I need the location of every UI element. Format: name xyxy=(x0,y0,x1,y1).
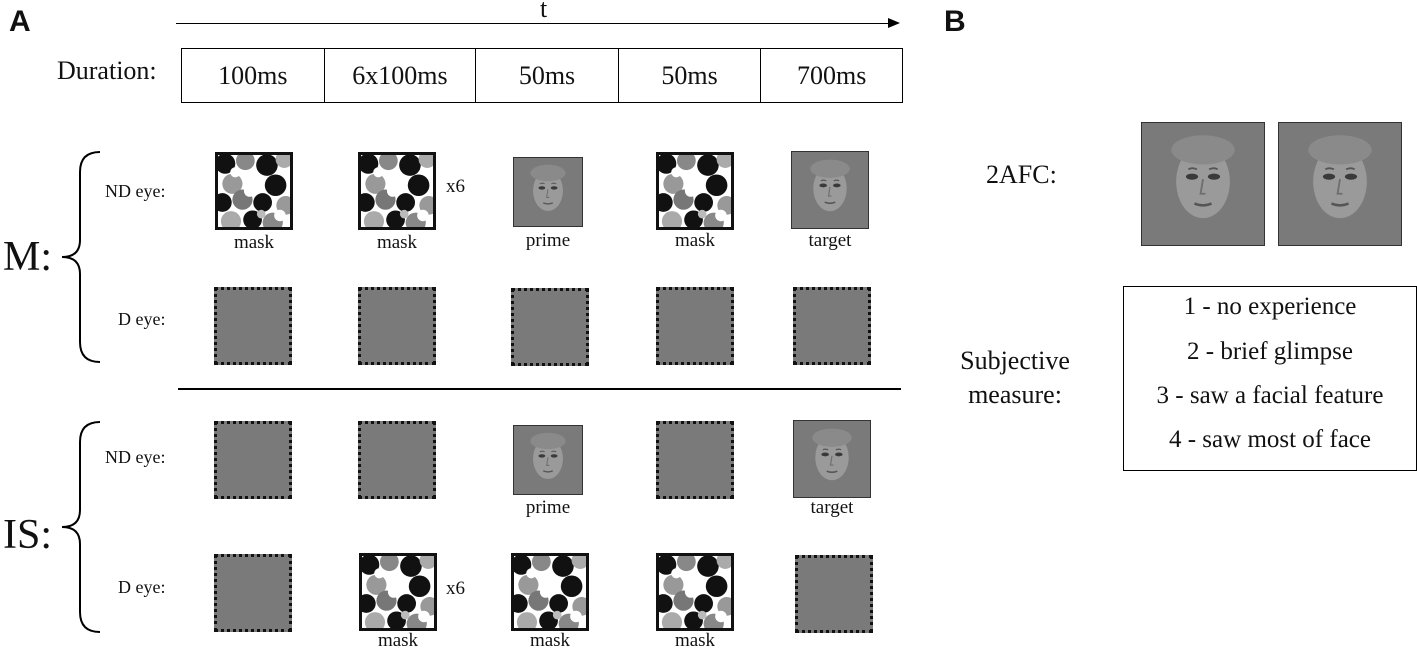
stimulus-caption: target xyxy=(810,497,854,518)
condition-divider xyxy=(178,388,901,390)
m-nd-eye-label: ND eye: xyxy=(105,181,166,201)
duration-label: Duration: xyxy=(57,56,157,85)
stimulus-caption: prime xyxy=(525,230,571,251)
mask-stimulus xyxy=(215,152,293,230)
mask-stimulus xyxy=(359,553,437,631)
blank-stimulus xyxy=(795,555,873,633)
afc-face-option xyxy=(1278,122,1402,246)
scale-item: 2 - brief glimpse xyxy=(1187,338,1353,365)
duration-cell: 50ms xyxy=(476,49,619,102)
blank-stimulus xyxy=(214,554,292,632)
blank-stimulus xyxy=(214,421,292,499)
prime-face-stimulus xyxy=(513,157,583,227)
is-d-eye-label: D eye: xyxy=(118,577,166,597)
subjective-scale-box: 1 - no experience 2 - brief glimpse 3 - … xyxy=(1123,286,1417,471)
time-axis-arrowhead xyxy=(888,18,900,28)
blank-stimulus xyxy=(358,287,436,365)
stimulus-caption: mask xyxy=(376,232,418,253)
m-condition-label: M: xyxy=(3,234,53,280)
repeat-label: x6 xyxy=(446,578,465,599)
mask-stimulus xyxy=(656,152,734,230)
scale-item: 4 - saw most of face xyxy=(1168,426,1371,453)
subjective-measure-label: Subjective measure: xyxy=(952,344,1078,412)
subjective-label-line: Subjective xyxy=(960,346,1070,375)
target-face-stimulus xyxy=(791,151,869,229)
blank-stimulus xyxy=(656,421,734,499)
blank-stimulus xyxy=(656,287,734,365)
m-d-eye-label: D eye: xyxy=(118,309,166,329)
panel-a-letter: A xyxy=(9,5,31,38)
repeat-label: x6 xyxy=(446,176,465,197)
duration-cell: 50ms xyxy=(619,49,762,102)
afc-label: 2AFC: xyxy=(986,160,1057,189)
afc-face-option xyxy=(1141,122,1265,246)
mask-stimulus xyxy=(358,152,436,230)
duration-cell: 700ms xyxy=(797,60,867,90)
blank-stimulus xyxy=(358,421,436,499)
stimulus-caption: target xyxy=(808,230,852,251)
stimulus-caption: prime xyxy=(525,497,571,518)
scale-item: 1 - no experience xyxy=(1183,293,1357,320)
stimulus-caption: mask xyxy=(529,630,571,651)
mask-stimulus xyxy=(511,553,589,631)
blank-stimulus xyxy=(214,287,292,365)
stimulus-caption: mask xyxy=(674,230,716,251)
time-axis-label: t xyxy=(540,0,548,23)
blank-stimulus xyxy=(793,287,871,365)
scale-item: 3 - saw a facial feature xyxy=(1156,382,1384,409)
is-condition-label: IS: xyxy=(3,512,53,558)
stimulus-caption: mask xyxy=(674,630,716,651)
prime-face-stimulus xyxy=(513,425,583,495)
duration-cell: 100ms xyxy=(182,49,325,102)
mask-stimulus xyxy=(656,553,734,631)
stimulus-caption: mask xyxy=(377,630,419,651)
target-face-stimulus xyxy=(793,420,871,498)
time-axis-line xyxy=(176,23,898,24)
m-condition-brace xyxy=(61,151,101,363)
duration-cell: 6x100ms xyxy=(325,49,477,102)
stimulus-caption: mask xyxy=(233,232,275,253)
blank-stimulus xyxy=(511,288,589,366)
panel-b-letter: B xyxy=(944,5,966,38)
subjective-label-line: measure: xyxy=(968,380,1062,409)
is-condition-brace xyxy=(61,421,101,633)
is-nd-eye-label: ND eye: xyxy=(105,447,166,467)
duration-table: 100ms 6x100ms 50ms 50ms 700ms xyxy=(181,48,903,103)
